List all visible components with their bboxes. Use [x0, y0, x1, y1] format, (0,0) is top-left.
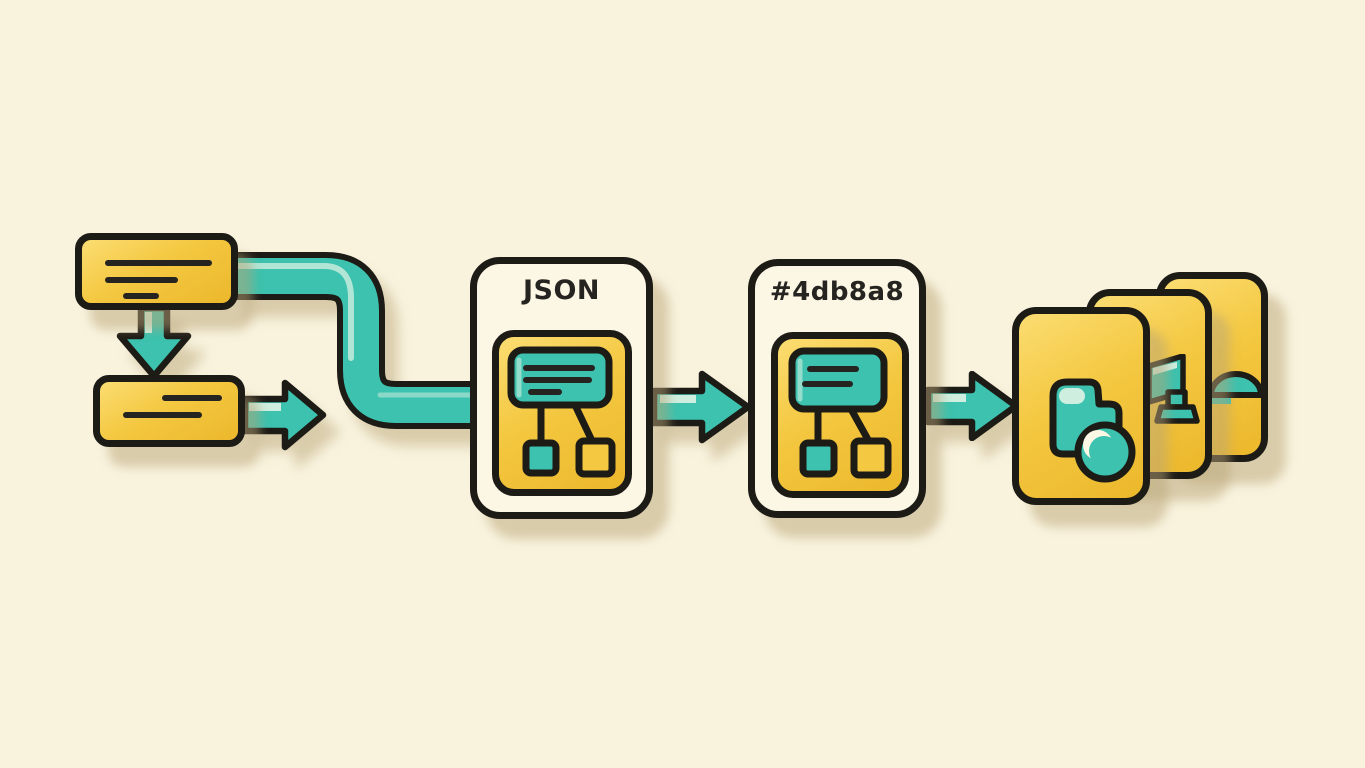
text-line	[123, 293, 159, 299]
json-card-label: JSON	[522, 275, 601, 306]
color-card-panel	[771, 332, 909, 498]
asset-card-front	[1012, 307, 1150, 505]
color-card: #4db8a8	[748, 259, 926, 518]
right-arrow-icon	[243, 379, 327, 451]
right-arrow-icon	[926, 371, 1020, 441]
mini-flowchart-icon	[507, 346, 616, 478]
down-arrow-icon	[116, 306, 192, 380]
json-card: JSON	[470, 257, 653, 519]
folder-photo-icon	[1049, 378, 1136, 483]
megaphone-icon	[1147, 354, 1200, 424]
flowchart-box-top	[75, 233, 238, 310]
color-card-label: #4db8a8	[769, 277, 905, 307]
text-line	[105, 277, 178, 283]
json-card-panel	[492, 330, 632, 496]
right-arrow-icon	[652, 370, 752, 444]
flowchart-box-bottom	[93, 375, 245, 447]
mini-flowchart-icon	[788, 347, 892, 479]
dome-icon	[1208, 371, 1264, 404]
text-line	[105, 260, 212, 266]
text-line	[162, 395, 222, 401]
pipe-connector-icon	[232, 252, 480, 429]
text-line	[123, 412, 202, 418]
